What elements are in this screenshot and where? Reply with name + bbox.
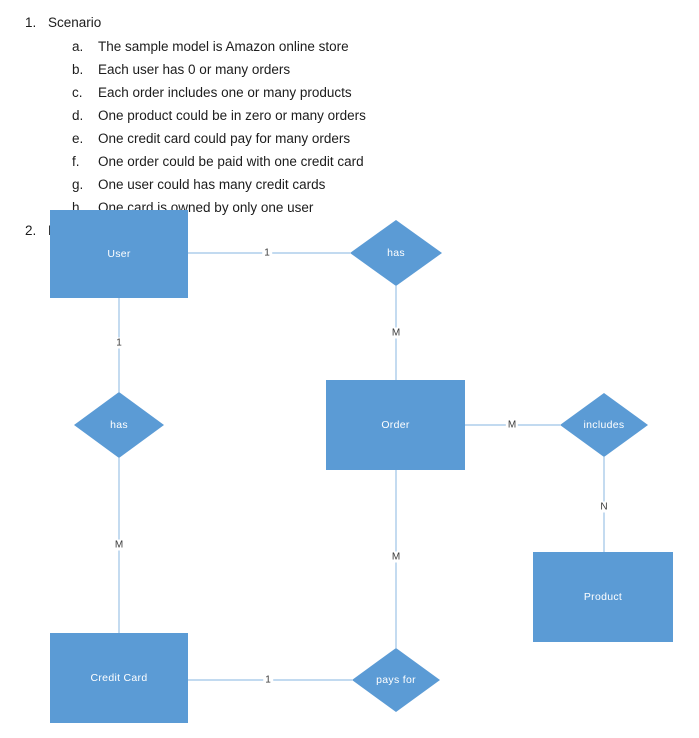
outline-label: ERD (48, 223, 77, 238)
outline-subitem-label: The sample model is Amazon online store (98, 39, 349, 54)
relationship-shape-has-cards[interactable] (74, 392, 164, 458)
entity-label-order: Order (381, 419, 410, 431)
outline-subitem-g: g. One user could has many credit cards (0, 173, 699, 196)
relationship-shape-includes[interactable] (560, 393, 648, 457)
cardinality-card-credit-card-pays-for: 1 (263, 674, 273, 686)
cardinality-card-user-has-orders: 1 (262, 247, 272, 259)
relationship-label-pays-for: pays for (376, 674, 416, 686)
outline-subitem-label: One order could be paid with one credit … (98, 154, 364, 169)
outline-subitem-h: h. One card is owned by only one user (0, 196, 699, 219)
cardinality-card-user-has-cards: 1 (114, 337, 124, 349)
entity-label-user: User (107, 248, 131, 260)
outline-item-erd: 2. ERD (0, 219, 699, 243)
outline-subitem-marker: b. (72, 62, 84, 77)
cardinality-card-order-pays-for: M (389, 551, 403, 563)
outline-subitem-marker: g. (72, 177, 84, 192)
outline-subitem-a: a. The sample model is Amazon online stor… (0, 35, 699, 58)
outline-subitem-f: f. One order could be paid with one credi… (0, 150, 699, 173)
outline-subitem-label: Each user has 0 or many orders (98, 62, 291, 77)
cardinality-card-has-orders-order: M (389, 327, 403, 339)
outline-subitem-label: Each order includes one or many products (98, 85, 352, 100)
cardinality-card-has-cards-credit-card: M (112, 539, 126, 551)
cardinality-card-includes-product: N (598, 501, 610, 513)
entity-shape-credit-card[interactable] (50, 633, 188, 723)
outline-subitem-marker: f. (72, 154, 80, 169)
outline-subitem-label: One product could be in zero or many ord… (98, 108, 366, 123)
outline-marker: 1. (25, 15, 37, 30)
entity-shape-product[interactable] (533, 552, 673, 642)
outline-marker: 2. (25, 223, 37, 238)
scenario-outline: 1. Scenario a. The sample model is Amazon o… (0, 11, 699, 243)
outline-subitem-marker: a. (72, 39, 84, 54)
outline-subitem-e: e. One credit card could pay for many ord… (0, 127, 699, 150)
outline-label: Scenario (48, 15, 102, 30)
relationship-label-has-orders: has (387, 247, 405, 259)
cardinality-card-order-includes: M (505, 419, 519, 431)
outline-subitem-marker: c. (72, 85, 83, 100)
outline-subitem-label: One credit card could pay for many order… (98, 131, 351, 146)
outline-subitem-b: b. Each user has 0 or many orders (0, 58, 699, 81)
relationship-label-includes: includes (583, 419, 625, 431)
entity-shape-order[interactable] (326, 380, 465, 470)
relationship-label-has-cards: has (110, 419, 128, 431)
outline-subitem-marker: h. (72, 200, 84, 215)
relationship-shape-pays-for[interactable] (352, 648, 440, 712)
shape-layer (50, 210, 673, 723)
outline-subitem-marker: e. (72, 131, 84, 146)
outline-subitem-d: d. One product could be in zero or many o… (0, 104, 699, 127)
outline-subitem-label: One card is owned by only one user (98, 200, 314, 215)
outline-subitem-label: One user could has many credit cards (98, 177, 326, 192)
connector-layer (118, 252, 605, 681)
entity-label-product: Product (583, 591, 623, 603)
outline-subitem-marker: d. (72, 108, 84, 123)
entity-label-credit-card: Credit Card (90, 672, 148, 684)
outline-subitem-c: c. Each order includes one or many produc… (0, 81, 699, 104)
outline-item-scenario: 1. Scenario (0, 11, 699, 35)
